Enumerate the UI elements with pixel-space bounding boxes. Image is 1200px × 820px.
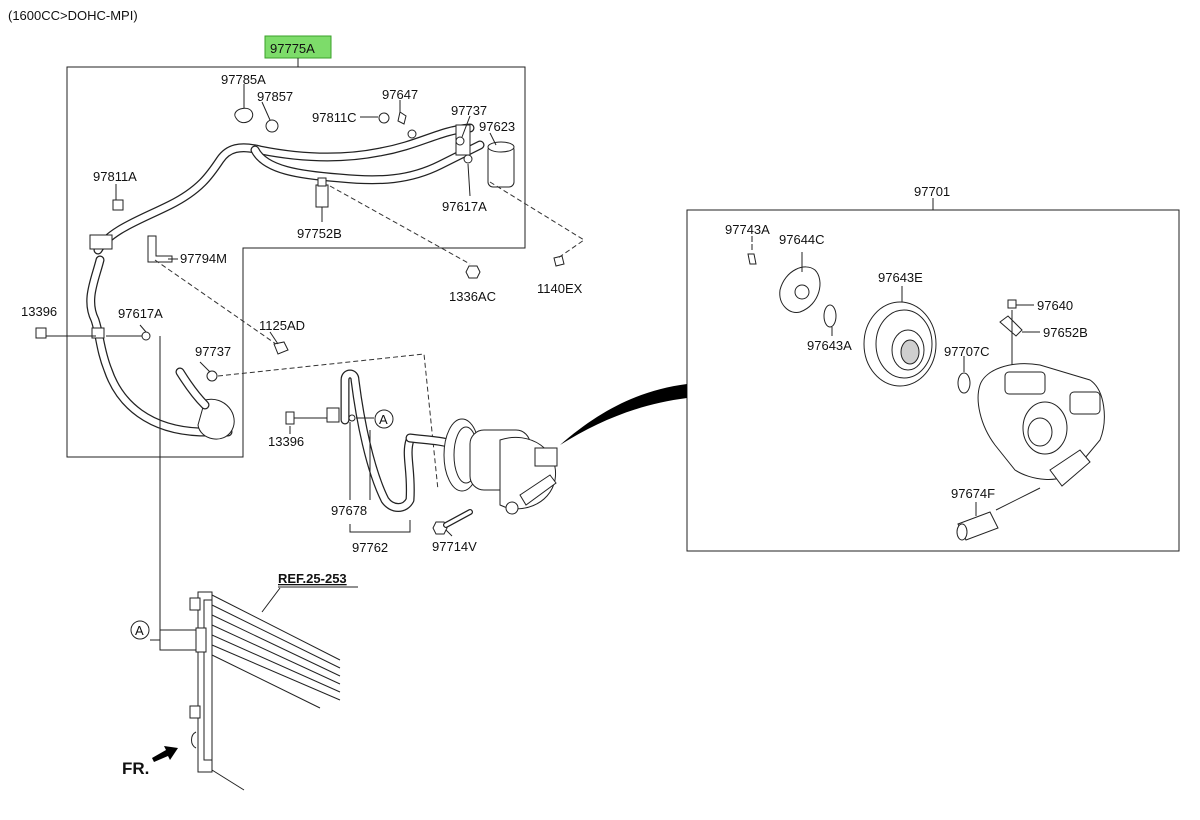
bolt-97743A [747, 253, 757, 265]
bolt-97647 [397, 111, 407, 125]
fitting-13396-mid [326, 407, 340, 423]
label-97857[interactable]: 97857 [257, 89, 293, 104]
shim-97643A [823, 304, 837, 328]
condenser [159, 591, 341, 791]
label-1125AD[interactable]: 1125AD [259, 318, 305, 333]
label-97617A-left[interactable]: 97617A [118, 306, 163, 321]
connector-a-condenser-label: A [135, 623, 144, 638]
bolt-97640 [1007, 299, 1017, 309]
connector-a-mid [374, 409, 394, 429]
clip-13396-left [35, 327, 47, 339]
label-97811A[interactable]: 97811A [93, 169, 137, 184]
bolt-1125AD [273, 341, 289, 355]
connector-a-condenser [130, 620, 150, 640]
label-97737-top[interactable]: 97737 [451, 103, 487, 118]
fitting-97857 [265, 119, 279, 133]
oring-97617A-top [463, 154, 473, 164]
compressor-body [977, 363, 1105, 487]
label-97643A[interactable]: 97643A [807, 338, 852, 353]
label-97644C[interactable]: 97644C [779, 232, 825, 247]
label-97617A-top[interactable]: 97617A [442, 199, 487, 214]
label-97640[interactable]: 97640 [1037, 298, 1073, 313]
detail-pointer [560, 384, 687, 445]
label-13396-mid[interactable]: 13396 [268, 434, 304, 449]
compressor-assembly [443, 418, 558, 515]
label-97623[interactable]: 97623 [479, 119, 515, 134]
pulley-97643E [863, 301, 937, 387]
oring-97617A-left [141, 331, 151, 341]
label-97762[interactable]: 97762 [352, 540, 388, 555]
bracket-97794M [147, 235, 173, 263]
label-13396-left[interactable]: 13396 [21, 304, 57, 319]
label-97714V[interactable]: 97714V [432, 539, 477, 554]
liquid-hose [86, 255, 233, 437]
connector-a-mid-label: A [379, 412, 388, 427]
label-97775A[interactable]: 97775A [270, 41, 315, 56]
label-97794M[interactable]: 97794M [180, 251, 227, 266]
label-1336AC[interactable]: 1336AC [449, 289, 496, 304]
label-97652B[interactable]: 97652B [1043, 325, 1088, 340]
label-97785A[interactable]: 97785A [221, 72, 266, 87]
compressor-detail-frame [686, 209, 1180, 552]
cap-97811C [378, 112, 390, 124]
cap-97811A [112, 199, 124, 211]
label-97674F[interactable]: 97674F [951, 486, 995, 501]
oring-97737-mid [206, 370, 218, 382]
clip-97785A [234, 107, 254, 124]
hose-assembly-frame [66, 66, 526, 458]
label-97752B[interactable]: 97752B [297, 226, 342, 241]
label-97737-mid[interactable]: 97737 [195, 344, 231, 359]
valve-97674F [956, 511, 999, 541]
hose-block [89, 234, 113, 250]
suction-hose [93, 123, 485, 255]
front-label: FR. [122, 759, 149, 778]
label-97707C[interactable]: 97707C [944, 344, 990, 359]
front-arrow-icon [152, 746, 178, 762]
hose-fitting [197, 398, 235, 440]
label-97811C[interactable]: 97811C [312, 110, 357, 125]
label-97701: 97701 [914, 184, 950, 199]
nut-1336AC [465, 265, 481, 279]
discharge-hose [340, 369, 460, 512]
ring-97707C [957, 372, 971, 394]
label-97743A[interactable]: 97743A [725, 222, 770, 237]
ref-label[interactable]: REF.25-253 [278, 571, 347, 586]
bracket-97652B [999, 315, 1023, 337]
label-97643E[interactable]: 97643E [878, 270, 923, 285]
engine-note: (1600CC>DOHC-MPI) [8, 8, 138, 23]
label-97647[interactable]: 97647 [382, 87, 418, 102]
label-97678[interactable]: 97678 [331, 503, 367, 518]
pressure-switch-97752B [315, 184, 329, 208]
label-1140EX[interactable]: 1140EX [537, 281, 583, 296]
oring-97737-top [455, 136, 465, 146]
